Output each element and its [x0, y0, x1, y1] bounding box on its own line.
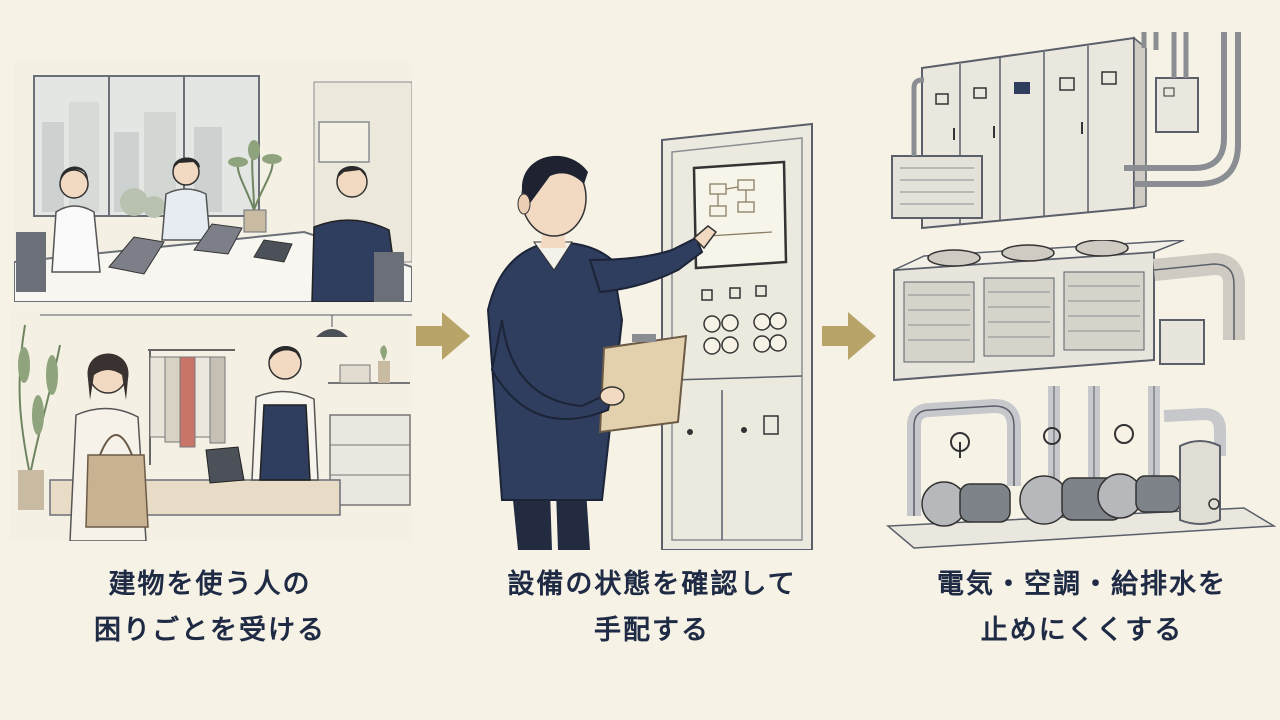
step-1-caption-line-1: 建物を使う人の: [108, 569, 312, 600]
step-2-caption-line-1: 設備の状態を確認して: [507, 569, 797, 600]
water-pumps-scene: [884, 386, 1280, 556]
step-2-caption: 設備の状態を確認して 手配する: [452, 562, 852, 654]
step-3-caption-line-2: 止めにくくする: [980, 615, 1184, 646]
step-2-caption-line-2: 手配する: [594, 615, 710, 646]
step-1-caption-line-2: 困りごとを受ける: [94, 615, 326, 646]
step-3-panel: 電気・空調・給排水を 止めにくくする: [884, 0, 1280, 720]
technician-at-control-panel-scene: [472, 110, 832, 550]
step-1-caption: 建物を使う人の 困りごとを受ける: [20, 562, 400, 654]
step-1-panel: 建物を使う人の 困りごとを受ける: [0, 0, 420, 720]
step-2-panel: 設備の状態を確認して 手配する: [472, 0, 832, 720]
arrow-right-icon: [820, 310, 878, 362]
shop-counter-scene: [10, 305, 412, 541]
step-3-caption: 電気・空調・給排水を 止めにくくする: [884, 562, 1280, 654]
arrow-right-icon: [414, 310, 472, 362]
electrical-cabinets-scene: [884, 28, 1280, 238]
office-scene: [14, 62, 412, 302]
step-3-caption-line-1: 電気・空調・給排水を: [937, 569, 1227, 600]
air-conditioning-units-scene: [884, 240, 1280, 390]
